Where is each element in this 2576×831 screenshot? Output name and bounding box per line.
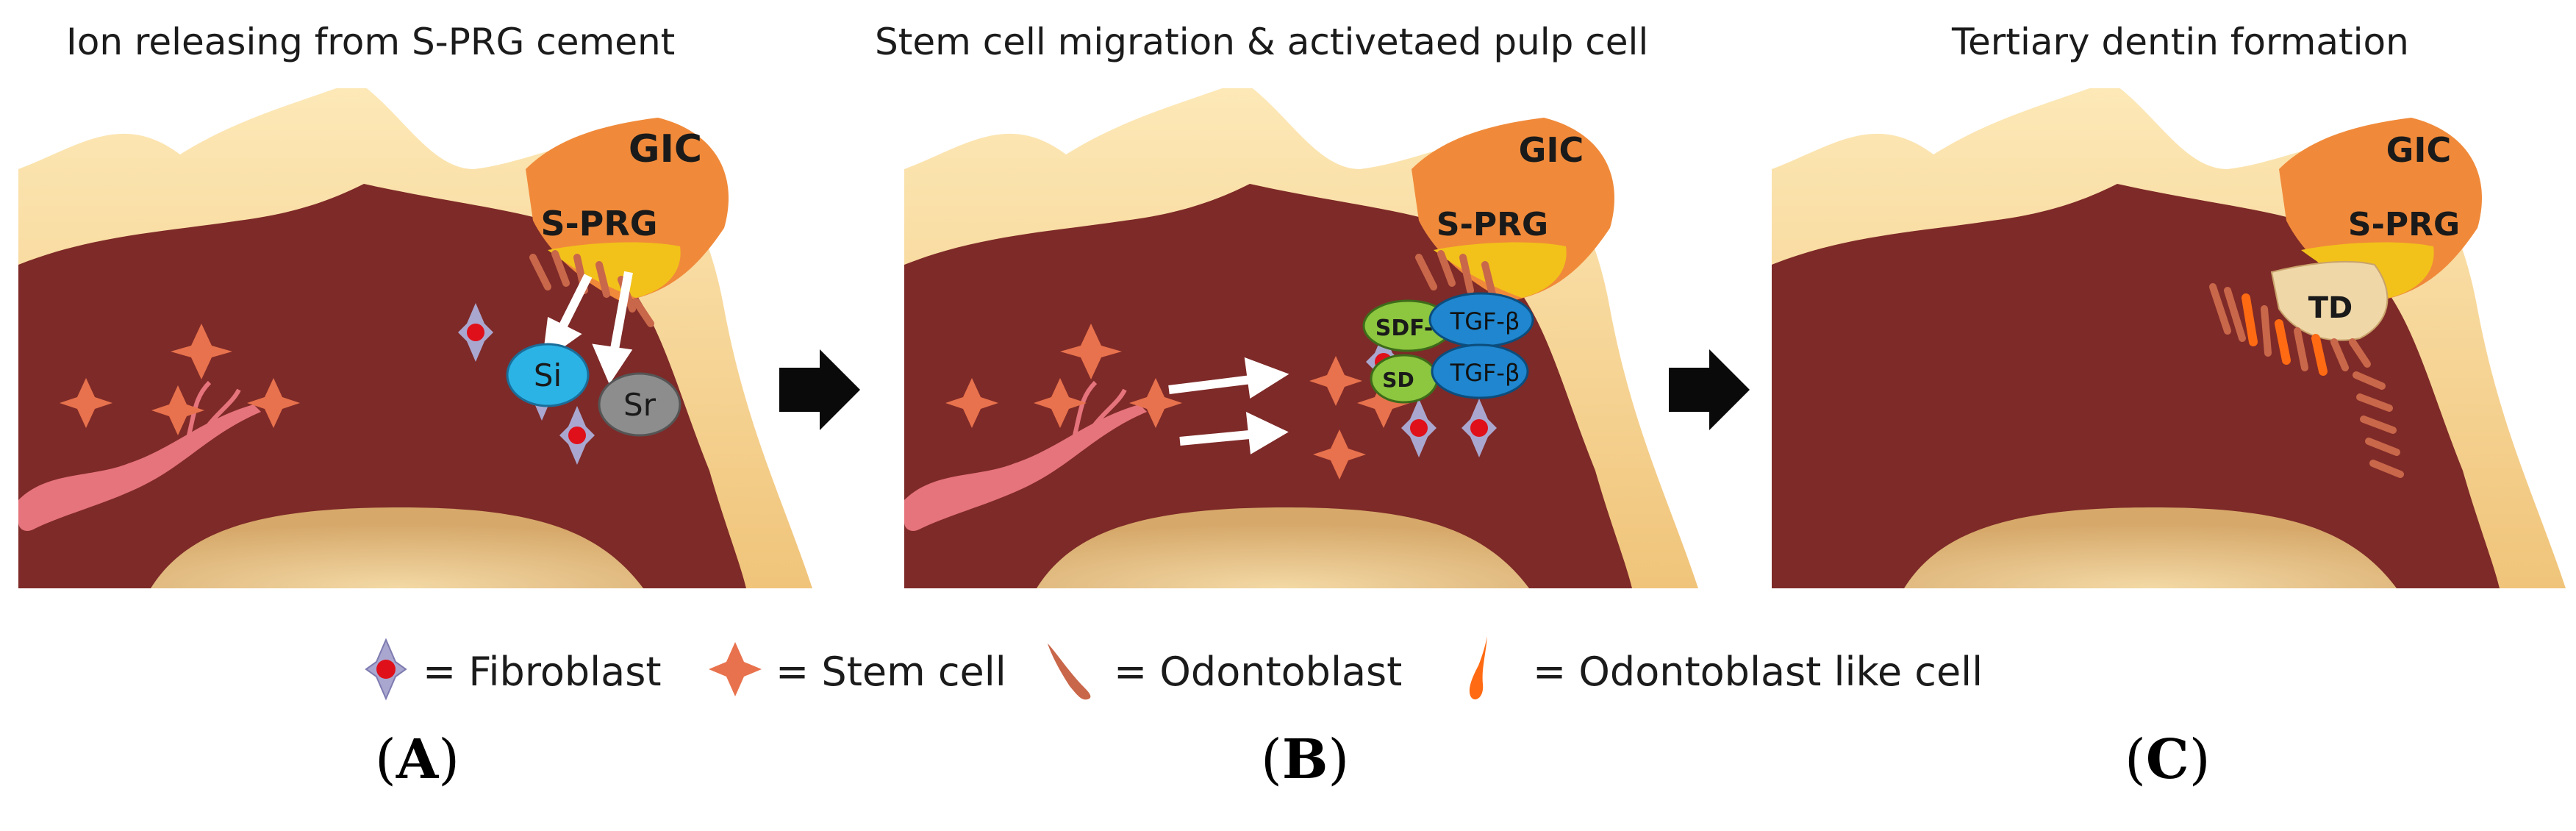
gic-label: GIC: [1519, 130, 1584, 170]
ion-sr: Sr: [598, 372, 681, 437]
gic-label: GIC: [2386, 130, 2452, 170]
td-label: TD: [2308, 291, 2353, 325]
sdf-label-1: SDF-: [1375, 315, 1434, 341]
tertiary-dentin: TD: [2270, 260, 2389, 341]
arrow-b-to-c: [1669, 349, 1750, 430]
pulp-floor: [1037, 507, 1529, 588]
legend-odontoblast: = Odontoblast: [1114, 649, 1403, 695]
panel-b-label: (B): [1261, 728, 1350, 791]
ion-si: Si: [506, 343, 590, 407]
si-label: Si: [534, 357, 562, 393]
odontoblast-layer: [1415, 250, 1496, 298]
migration-arrows: [1168, 357, 1289, 454]
arrow-a-to-b: [779, 349, 860, 430]
blood-vessel: [904, 380, 1147, 531]
odontoblast-icon: [1048, 643, 1091, 700]
panel-b-illustration: GIC S-PRG SDF- TGF-β SD TGF-β: [904, 88, 1698, 588]
sprg-label: S-PRG: [1437, 206, 1548, 243]
panel-a-illustration: GIC S-PRG Si Sr: [18, 88, 812, 588]
growth-factors: SDF- TGF-β SD TGF-β: [1362, 292, 1534, 404]
fibroblast-icon: [365, 638, 407, 701]
tgf-label-2: TGF-β: [1450, 359, 1520, 387]
sr-label: Sr: [623, 387, 656, 423]
panel-c-title: Tertiary dentin formation: [1952, 21, 2409, 63]
legend-stem-cell: = Stem cell: [776, 649, 1006, 695]
legend: = Fibroblast = Stem cell = Odontoblast =…: [360, 632, 2198, 713]
sprg-label: S-PRG: [540, 204, 657, 243]
stem-cell-icon: [709, 642, 762, 696]
legend-fibroblast: = Fibroblast: [423, 649, 662, 695]
odontoblast-like-cells: [2209, 283, 2404, 478]
panel-c-illustration: GIC S-PRG TD: [1772, 88, 2566, 588]
pulp-floor: [151, 507, 643, 588]
panel-a-label: (A): [375, 728, 460, 791]
panel-b-title: Stem cell migration & activetaed pulp ce…: [875, 21, 1649, 63]
material-sprg: S-PRG: [1434, 206, 1567, 298]
material-sprg: S-PRG: [540, 204, 681, 298]
pulp-floor: [1904, 507, 2397, 588]
legend-odontoblast-like-cell: = Odontoblast like cell: [1533, 649, 1983, 695]
panel-a-title: Ion releasing from S-PRG cement: [66, 21, 676, 63]
blood-vessel: [18, 380, 261, 531]
odontoblast-like-cell-icon: [1469, 636, 1487, 700]
panel-c-label: (C): [2125, 728, 2211, 791]
tgf-label-1: TGF-β: [1450, 307, 1520, 335]
stem-cells: [945, 324, 1410, 479]
stem-cells: [60, 324, 300, 435]
sprg-label: S-PRG: [2348, 206, 2460, 243]
gic-label: GIC: [629, 127, 702, 171]
sdf-label-2: SD: [1382, 368, 1414, 392]
